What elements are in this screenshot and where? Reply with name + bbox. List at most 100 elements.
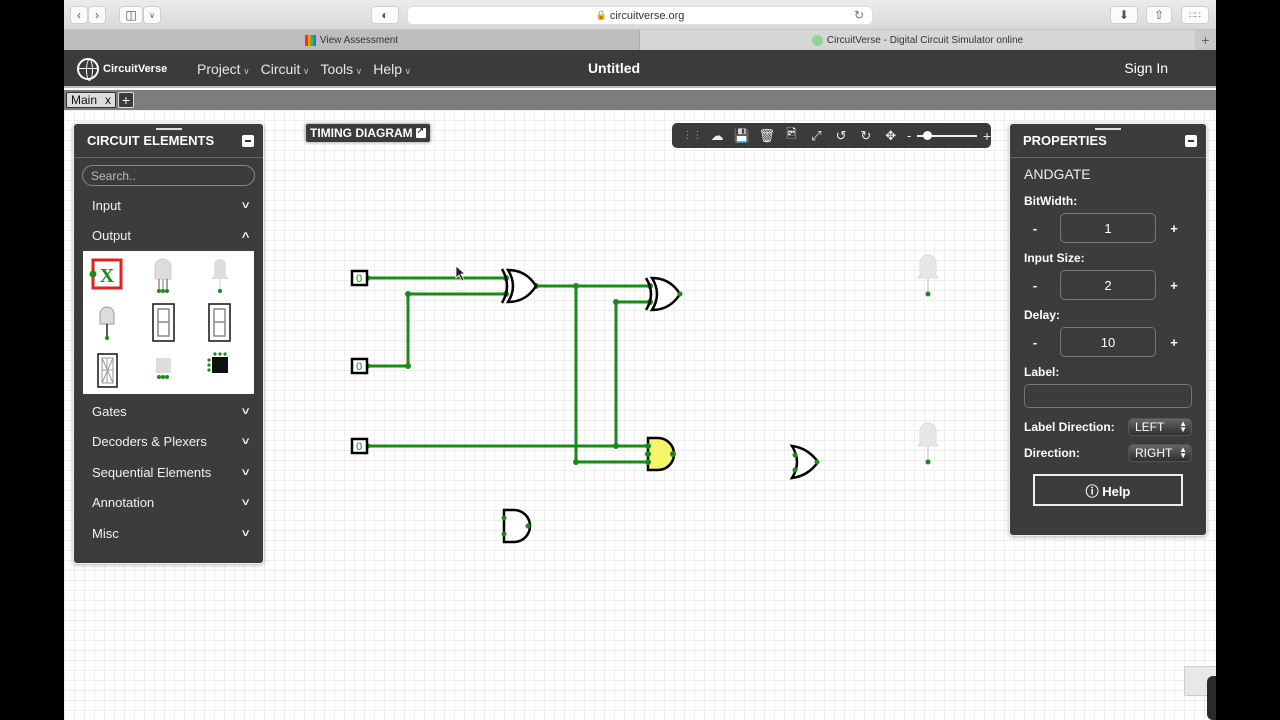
new-tab-button[interactable]: + <box>1195 30 1216 50</box>
properties-panel: PROPERTIES ANDGATE BitWidth: - 1 + Input… <box>1009 123 1207 536</box>
zoom-slider-knob[interactable] <box>923 130 933 140</box>
image-icon[interactable]: 🖻 <box>786 125 797 141</box>
digital-led[interactable] <box>917 254 939 297</box>
panel-drag-handle[interactable] <box>1095 128 1121 130</box>
bitwidth-input[interactable]: 1 <box>1060 213 1156 243</box>
undo-icon[interactable]: ↺ <box>835 127 847 143</box>
circuit-drawing[interactable]: 0 0 0 <box>64 110 1216 720</box>
save-icon[interactable]: 💾 <box>733 127 751 143</box>
input-size-increment-button[interactable]: + <box>1170 277 1178 293</box>
category-decoders-plexers[interactable]: Decoders & Plexers ∨ <box>74 427 263 458</box>
delay-stepper: - 10 + <box>1010 321 1206 359</box>
category-sequential-elements[interactable]: Sequential Elements ∨ <box>74 457 263 488</box>
category-input[interactable]: Input ∨ <box>74 190 263 221</box>
digital-led-icon[interactable] <box>99 306 115 340</box>
circuitverse-logo[interactable]: CircuitVerse <box>77 58 167 81</box>
category-annotation[interactable]: Annotation ∨ <box>74 488 263 519</box>
digital-led[interactable] <box>917 422 939 465</box>
forward-button[interactable]: › <box>88 6 106 24</box>
square-rgb-led-icon[interactable] <box>156 358 171 379</box>
input-toggle[interactable]: 0 <box>350 437 369 455</box>
sign-in-link[interactable]: Sign In <box>1124 60 1168 76</box>
downloads-icon[interactable]: ⬇ <box>1110 6 1138 24</box>
add-circuit-button[interactable]: + <box>118 92 134 108</box>
zoom-in-button[interactable]: + <box>982 127 992 144</box>
delay-input[interactable]: 10 <box>1060 327 1156 357</box>
and-gate-selected[interactable] <box>645 436 676 472</box>
logo-globe-icon <box>77 58 99 81</box>
category-misc[interactable]: Misc ∨ <box>74 518 263 549</box>
chevron-down-icon: ∨ <box>239 497 251 509</box>
input-size-decrement-button[interactable]: - <box>1032 277 1038 293</box>
sidebar-toggle-button[interactable]: ◫ <box>119 6 143 24</box>
hex-display-icon[interactable] <box>208 303 231 342</box>
fullscreen-icon[interactable]: ✥ <box>885 127 897 143</box>
rgb-led-matrix-icon[interactable] <box>207 352 228 373</box>
xor-gate[interactable] <box>500 268 538 304</box>
select-value: LEFT <box>1135 420 1165 434</box>
direction-select[interactable]: RIGHT ▲▼ <box>1128 444 1192 462</box>
circuit-tab-main[interactable]: Main x <box>66 92 117 108</box>
redo-icon[interactable]: ↻ <box>860 127 872 143</box>
reload-icon[interactable]: ↻ <box>853 8 864 22</box>
tab-overview-icon[interactable]: ∷∷ <box>1181 6 1209 24</box>
and-gate[interactable] <box>501 508 532 544</box>
svg-text:0: 0 <box>356 361 362 373</box>
category-output[interactable]: Output ∧ <box>74 221 263 252</box>
output-x-icon[interactable]: X <box>89 258 123 290</box>
category-label: Output <box>92 228 132 244</box>
chart-favicon-icon <box>304 34 316 46</box>
address-bar[interactable]: 🔒 circuitverse.org ↻ <box>407 6 873 25</box>
simulator-canvas[interactable]: 0 0 0 <box>64 110 1216 720</box>
zoom-out-button[interactable]: - <box>907 128 912 143</box>
bitwidth-decrement-button[interactable]: - <box>1032 220 1038 236</box>
help-button[interactable]: ⓘ Help <box>1033 474 1183 506</box>
minimize-panel-button[interactable] <box>242 134 254 147</box>
label-input[interactable] <box>1024 384 1192 408</box>
or-gate[interactable] <box>789 444 820 480</box>
globe-favicon-icon <box>811 34 823 46</box>
category-label: Decoders & Plexers <box>92 434 207 450</box>
xor-gate[interactable] <box>644 276 682 312</box>
category-gates[interactable]: Gates ∨ <box>74 396 263 427</box>
menu-circuit[interactable]: Circuit <box>261 61 310 77</box>
sixteen-segment-icon[interactable] <box>97 353 118 388</box>
bitwidth-label: BitWidth: <box>1024 194 1078 208</box>
fit-icon[interactable]: ⤢ <box>811 127 822 143</box>
browser-tab-view-assessment[interactable]: View Assessment <box>64 30 640 50</box>
panel-drag-handle[interactable] <box>155 128 182 130</box>
label-direction-select[interactable]: LEFT ▲▼ <box>1128 418 1192 436</box>
cloud-upload-icon[interactable]: ☁ <box>710 127 724 143</box>
menu-tools[interactable]: Tools <box>320 61 362 77</box>
timing-diagram-button[interactable]: TIMING DIAGRAM <box>305 123 431 143</box>
led-icon[interactable] <box>211 259 229 293</box>
label-direction-label: Label Direction: <box>1024 420 1115 434</box>
rgb-led-icon[interactable] <box>154 258 172 293</box>
project-title[interactable]: Untitled <box>587 60 641 76</box>
delete-icon[interactable]: 🗑 <box>758 127 775 143</box>
tab-label: View Assessment <box>319 34 399 46</box>
app-navbar: CircuitVerse Project Circuit Tools Help … <box>64 50 1216 88</box>
minimize-panel-button[interactable] <box>1185 134 1197 147</box>
sidebar-menu-chevron-icon[interactable]: ∨ <box>143 6 161 24</box>
zoom-slider[interactable] <box>917 130 977 140</box>
delay-decrement-button[interactable]: - <box>1032 334 1038 350</box>
seven-segment-icon[interactable] <box>152 303 175 342</box>
input-toggle[interactable]: 0 <box>350 357 369 375</box>
share-icon[interactable]: ⇧ <box>1146 6 1172 24</box>
bitwidth-increment-button[interactable]: + <box>1170 220 1178 236</box>
drag-handle-icon[interactable]: ⋮⋮ <box>682 130 703 141</box>
delay-increment-button[interactable]: + <box>1170 334 1178 350</box>
input-toggle[interactable]: 0 <box>350 269 369 287</box>
browser-tab-circuitverse[interactable]: CircuitVerse - Digital Circuit Simulator… <box>640 30 1195 50</box>
label-label: Label: <box>1024 365 1060 379</box>
close-tab-icon[interactable]: x <box>105 93 112 107</box>
back-button[interactable]: ‹ <box>70 6 88 24</box>
panel-title: PROPERTIES <box>1023 133 1107 148</box>
chat-widget[interactable] <box>1207 676 1216 720</box>
element-search-input[interactable]: Search.. <box>82 165 255 186</box>
privacy-shield-icon[interactable]: ◐ <box>371 6 399 24</box>
menu-help[interactable]: Help <box>373 61 411 77</box>
menu-project[interactable]: Project <box>197 61 250 77</box>
input-size-input[interactable]: 2 <box>1060 270 1156 300</box>
